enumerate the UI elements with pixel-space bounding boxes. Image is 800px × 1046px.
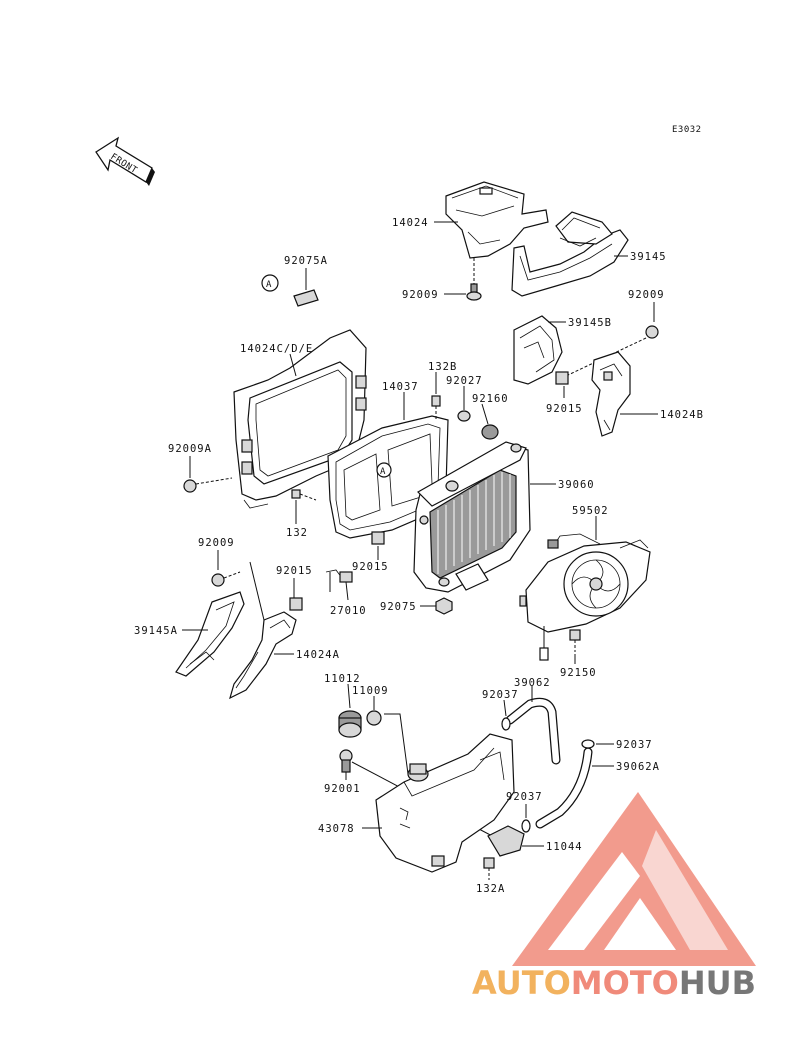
duct-39145B (513, 315, 563, 385)
bracket-14024A (229, 561, 297, 700)
label-39062A: 39062A (616, 761, 660, 773)
label-92160: 92160 (472, 393, 509, 405)
label-39060: 39060 (558, 479, 595, 491)
label-92075A: 92075A (284, 255, 328, 267)
label-14024A: 14024A (296, 649, 340, 661)
label-92001: 92001 (324, 783, 361, 795)
bolt-132B (431, 395, 441, 420)
bolt-92009-mid (565, 325, 659, 377)
label-14024CDE: 14024C/D/E (240, 343, 313, 355)
hose-39062A (535, 747, 593, 829)
label-132: 132 (286, 527, 308, 539)
watermark-auto: AUTO (472, 964, 571, 1002)
label-14024: 14024 (392, 217, 429, 229)
watermark-text: AUTOMOTOHUB (472, 964, 756, 1002)
clamp-92037-a (501, 717, 511, 731)
front-arrow-icon: FRONT (95, 136, 155, 186)
diagram-code: E3032 (672, 125, 702, 135)
label-92015-mid: 92015 (276, 565, 313, 577)
label-59502: 59502 (572, 505, 609, 517)
label-43078: 43078 (318, 823, 355, 835)
cap-11012 (338, 710, 362, 738)
label-92150: 92150 (560, 667, 597, 679)
switch-27010 (325, 569, 353, 601)
duct-39145 (511, 211, 629, 297)
nut-92015-center (371, 531, 385, 545)
label-11044: 11044 (546, 841, 583, 853)
clamp-92037-b (581, 739, 595, 749)
ref-marker-a-left-label: A (266, 280, 272, 290)
bolt-92009A (183, 477, 233, 493)
label-39145B: 39145B (568, 317, 612, 329)
watermark-moto: MOTO (571, 964, 679, 1002)
nut-92015-mid (289, 597, 303, 611)
grommet-92160 (481, 424, 499, 440)
label-11009: 11009 (352, 685, 389, 697)
label-132A: 132A (476, 883, 505, 895)
nut-92015-right (555, 371, 569, 385)
label-92009-mid: 92009 (628, 289, 665, 301)
label-92027: 92027 (446, 375, 483, 387)
seal-92075A (293, 289, 319, 307)
gasket-11009 (366, 710, 382, 726)
label-11012: 11012 (324, 673, 361, 685)
label-132B: 132B (428, 361, 457, 373)
label-92037-a: 92037 (482, 689, 519, 701)
label-92015-center: 92015 (352, 561, 389, 573)
label-92009-left: 92009 (198, 537, 235, 549)
label-39145: 39145 (630, 251, 667, 263)
label-92075: 92075 (380, 601, 417, 613)
bolt-92150 (569, 629, 581, 652)
label-92009-top: 92009 (402, 289, 439, 301)
bracket-11044 (487, 825, 525, 857)
bracket-14024B (591, 351, 631, 437)
label-92015-right: 92015 (546, 403, 583, 415)
label-92009A: 92009A (168, 443, 212, 455)
label-14037: 14037 (382, 381, 419, 393)
label-14024B: 14024B (660, 409, 704, 421)
bolt-92009-left (211, 571, 241, 587)
bolt-92009-top (466, 258, 482, 301)
washer-92027 (457, 410, 471, 422)
radiator-39060 (413, 441, 531, 593)
bolt-132A (483, 857, 495, 880)
label-27010: 27010 (330, 605, 367, 617)
ref-marker-a-left (261, 274, 279, 292)
bracket-14024 (445, 181, 549, 259)
watermark-logo (512, 792, 756, 966)
fan-59502 (519, 533, 651, 661)
watermark-hub: HUB (679, 964, 756, 1002)
label-39062: 39062 (514, 677, 551, 689)
nut-92075 (435, 597, 453, 615)
label-92037-b: 92037 (616, 739, 653, 751)
clamp-92037-c (521, 819, 531, 833)
label-92037-c: 92037 (506, 791, 543, 803)
label-39145A: 39145A (134, 625, 178, 637)
ref-marker-a-right-label: A (380, 467, 386, 477)
hose-39062 (505, 697, 561, 765)
reservoir-tank-43078 (375, 733, 515, 873)
bolt-132 (291, 489, 317, 501)
duct-39145A (175, 591, 245, 677)
